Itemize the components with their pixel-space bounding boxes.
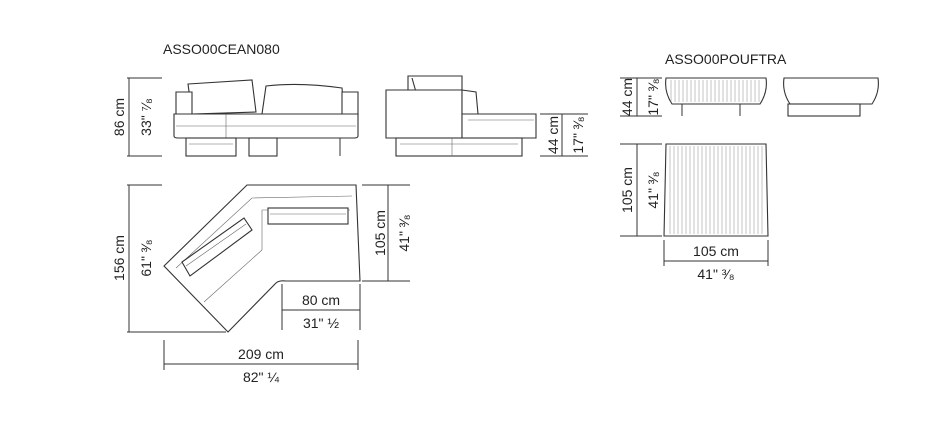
sofa-front-view: [173, 79, 359, 157]
pouf-height-in: 17" ³⁄₈: [645, 78, 661, 115]
sofa-seat-height-cm: 44 cm: [545, 116, 561, 154]
pouf-product-code: ASSO00POUFTRA: [665, 51, 787, 67]
sofa-seat-width-cm: 80 cm: [302, 292, 340, 308]
sofa-product-code: ASSO00CEAN080: [163, 41, 280, 57]
sofa-width-in: 82" ¼: [243, 369, 279, 385]
pouf-top-view: [663, 143, 769, 237]
pouf-front-view: [665, 77, 767, 116]
pouf-height-cm: 44 cm: [619, 78, 635, 116]
sofa-width-cm: 209 cm: [238, 346, 284, 362]
sofa-seat-width-in: 31" ½: [303, 315, 339, 331]
sofa-height-cm: 86 cm: [111, 98, 127, 136]
sofa-section-depth-cm: 105 cm: [372, 210, 388, 256]
pouf-side-view: [783, 77, 879, 117]
sofa-height-in: 33" ⁷⁄₈: [138, 98, 154, 136]
sofa-depth-cm: 156 cm: [111, 235, 127, 281]
pouf-width-cm: 105 cm: [693, 243, 739, 259]
sofa-seat-height-in: 17" ³⁄₈: [570, 116, 586, 153]
sofa-section-depth-in: 41" ³⁄₈: [396, 214, 412, 251]
pouf-depth-cm: 105 cm: [619, 167, 635, 213]
sofa-top-view: [163, 184, 361, 333]
sofa-side-view: [385, 75, 537, 157]
sofa-depth-in: 61" ³⁄₈: [138, 239, 154, 276]
pouf-depth-in: 41" ³⁄₈: [645, 171, 661, 208]
pouf-width-in: 41" ³⁄₈: [697, 266, 734, 282]
